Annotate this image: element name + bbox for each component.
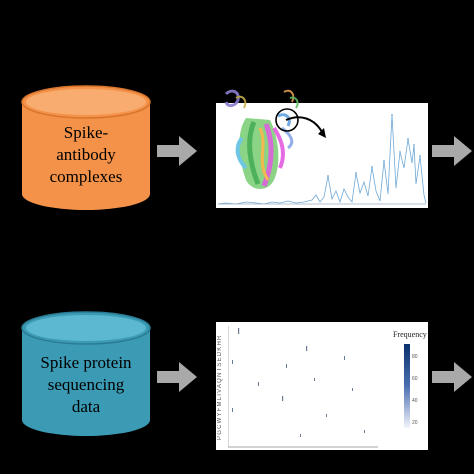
legend-tick: 60 — [412, 376, 418, 382]
protein-structure-image — [224, 89, 299, 189]
heatmap-y-axis-labels: PGCWYFMLIVAQNTSEDKHR — [217, 334, 223, 440]
cylinder-label-line-2: antibody — [56, 145, 116, 164]
database-cylinder-top — [21, 85, 151, 210]
binding-line-plot — [217, 114, 427, 205]
legend-title: Frequency — [393, 330, 427, 339]
legend-tick: 40 — [412, 398, 418, 404]
database-cylinder-bottom — [21, 311, 151, 436]
heatmap-grid — [228, 326, 378, 448]
cylinder-label-line-1: Spike- — [63, 123, 109, 142]
cylinder-label-line-3: complexes — [49, 167, 123, 186]
frequency-color-scale — [404, 344, 410, 428]
right-arrow-icon — [157, 136, 197, 166]
legend-tick: 20 — [412, 420, 418, 426]
cylinder-label-line-3: data — [71, 397, 101, 416]
pointer-arrow-icon — [285, 116, 326, 138]
cylinder-label-line-2: sequencing — [47, 375, 125, 394]
legend-tick: 80 — [412, 354, 418, 360]
cylinder-label-line-1: Spike protein — [40, 353, 132, 372]
right-arrow-icon — [432, 136, 472, 166]
right-arrow-icon — [157, 362, 197, 392]
right-arrow-icon — [432, 362, 472, 392]
frequency-heatmap-panel: PGCWYFMLIVAQNTSEDKHR Frequency — [216, 322, 428, 450]
